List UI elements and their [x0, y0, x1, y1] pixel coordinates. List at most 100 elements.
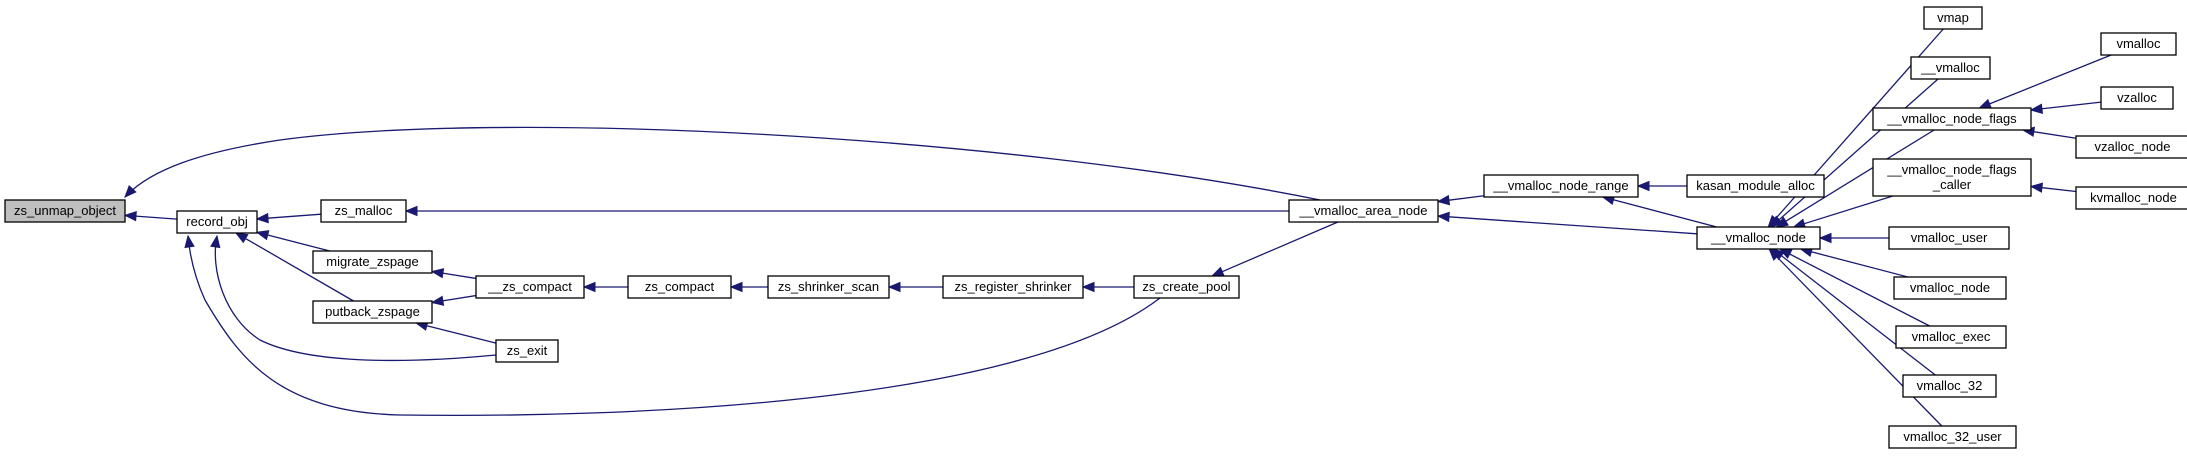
edge-zs-create-pool-to-record-obj-line	[187, 235, 1161, 417]
edge-zs-exit-to-putback-zspage-line	[424, 324, 497, 344]
edge-vmalloc-to-vmalloc-node	[1769, 78, 1939, 228]
node-vmalloc-area-node[interactable]: __vmalloc_area_node	[1288, 199, 1439, 223]
node-box	[1872, 107, 2032, 131]
node-zs-shrinker-scan[interactable]: zs_shrinker_scan	[767, 275, 890, 299]
node-vmalloc-32-user[interactable]: vmalloc_32_user	[1888, 425, 2017, 449]
node-vmalloc-node-range[interactable]: __vmalloc_node_range	[1483, 174, 1639, 198]
edges-layer	[123, 28, 2112, 427]
node-box	[1483, 174, 1639, 198]
node-zs-exit[interactable]: zs_exit	[495, 339, 559, 363]
edge-kvmalloc-node-to-vmalloc-node-flags-caller-arrowhead	[2029, 182, 2044, 193]
edge-vzalloc-to-vmalloc-node-flags-line	[2039, 101, 2102, 110]
edge-vmalloc-area-node-to-zs-create-pool-arrowhead	[1210, 266, 1225, 277]
node-zs-register-shrinker[interactable]: zs_register_shrinker	[942, 275, 1084, 299]
node-label: __vmalloc_area_node	[1299, 203, 1428, 218]
node-putback-zspage[interactable]: putback_zspage	[312, 300, 433, 324]
node-box	[1888, 425, 2017, 449]
node-box	[312, 250, 433, 274]
edge-vmalloc-area-node-to-zs-malloc	[404, 205, 1289, 217]
node-label: __vmalloc_node_flags	[1886, 162, 2017, 177]
node-vmalloc-user[interactable]: vmalloc_user	[1888, 226, 2010, 250]
edge-zs-compact-to-zs-compact	[582, 281, 628, 293]
edge-vmalloc-node-flags-to-vmalloc-node-arrowhead	[1775, 216, 1789, 228]
edge-zs-create-pool-to-record-obj	[184, 234, 1161, 417]
edge-vmalloc-area-node-to-zs-malloc-arrowhead	[404, 205, 418, 217]
node-label: zs_register_shrinker	[954, 279, 1072, 294]
node-label: vmap	[1937, 10, 1969, 25]
edge-zs-create-pool-to-zs-register-shrinker-arrowhead	[1081, 281, 1095, 293]
edge-vmalloc-node-flags-caller-to-vmalloc-node-line	[1802, 195, 1894, 225]
edge-record-obj-to-zs-unmap-object-arrowhead	[123, 210, 137, 222]
node-label: vmalloc_32_user	[1903, 429, 2002, 444]
edge-zs-compact-to-putback-zspage-line	[440, 294, 477, 302]
edge-vmalloc-node-to-vmalloc-node	[1799, 246, 1909, 278]
node-box	[1923, 6, 1983, 30]
node-label: vzalloc_node	[2095, 139, 2171, 154]
edge-zs-compact-to-migrate-zspage-arrowhead	[430, 268, 445, 279]
edge-zs-exit-to-record-obj-arrowhead	[210, 234, 221, 249]
node-label: vmalloc_user	[1911, 230, 1988, 245]
edge-vmalloc-area-node-to-zs-create-pool-line	[1220, 221, 1339, 274]
edge-vmalloc-node-to-vmalloc-node-line	[1809, 250, 1909, 278]
node-kasan-module-alloc[interactable]: kasan_module_alloc	[1686, 174, 1825, 198]
node-label: zs_shrinker_scan	[778, 279, 879, 294]
node-box	[2075, 186, 2187, 210]
edge-kvmalloc-node-to-vmalloc-node-flags-caller	[2029, 182, 2077, 193]
edge-vmalloc-32-user-to-vmalloc-node-line	[1775, 254, 1943, 427]
node-label: record_obj	[186, 214, 248, 229]
node-zs-compact[interactable]: zs_compact	[627, 275, 732, 299]
node-box	[2100, 86, 2174, 110]
edge-vmalloc-area-node-to-zs-unmap-object-line	[124, 126, 1321, 201]
node-label: kasan_module_alloc	[1696, 178, 1815, 193]
node-vmalloc-exec[interactable]: vmalloc_exec	[1895, 325, 2007, 349]
edge-zs-exit-to-putback-zspage	[414, 320, 497, 344]
node-vmalloc[interactable]: __vmalloc	[1910, 56, 1991, 80]
edge-vmalloc-node-flags-caller-to-vmalloc-node	[1792, 195, 1894, 229]
node-vmalloc-node-flags-caller[interactable]: __vmalloc_node_flags_caller	[1872, 158, 2032, 197]
edge-vmalloc-32-to-vmalloc-node-line	[1779, 253, 1936, 376]
nodes-layer: zs_unmap_object record_obj zs_mallocmigrat…	[4, 6, 2187, 449]
node-zs-compact[interactable]: __zs_compact	[475, 275, 585, 299]
node-vmalloc-node[interactable]: vmalloc_node	[1893, 276, 2007, 300]
edge-kasan-module-alloc-to-vmalloc-node-range	[1636, 180, 1687, 192]
edge-migrate-zspage-to-record-obj-arrowhead	[255, 230, 270, 241]
edge-vmalloc-node-range-to-vmalloc-area-node-line	[1446, 195, 1485, 202]
node-label: vmalloc_32	[1917, 378, 1983, 393]
node-vmalloc-node-flags[interactable]: __vmalloc_node_flags	[1872, 107, 2032, 131]
node-box	[1872, 158, 2032, 197]
edge-zs-exit-to-record-obj	[210, 234, 497, 362]
edge-zs-malloc-to-record-obj	[255, 212, 322, 224]
node-box	[767, 275, 890, 299]
node-box	[1133, 275, 1240, 299]
edge-kvmalloc-node-to-vmalloc-node-flags-caller-line	[2039, 186, 2077, 193]
edge-vmalloc-to-vmalloc-node-line	[1777, 78, 1939, 222]
node-vmalloc[interactable]: vmalloc	[2100, 32, 2177, 56]
node-label: zs_compact	[645, 279, 715, 294]
node-zs-malloc[interactable]: zs_malloc	[320, 199, 407, 223]
node-zs-unmap-object[interactable]: zs_unmap_object	[4, 199, 126, 223]
node-zs-create-pool[interactable]: zs_create_pool	[1133, 275, 1240, 299]
node-vmap[interactable]: vmap	[1923, 6, 1983, 30]
node-vmalloc-node[interactable]: __vmalloc_node	[1696, 226, 1821, 250]
node-box	[4, 199, 126, 223]
node-kvmalloc-node[interactable]: kvmalloc_node	[2075, 186, 2187, 210]
edge-vmalloc-node-to-vmalloc-area-node-line	[1446, 216, 1698, 235]
edge-vmalloc-to-vmalloc-node-arrowhead	[1769, 215, 1784, 228]
node-box	[1893, 276, 2007, 300]
node-record-obj[interactable]: record_obj	[176, 210, 258, 234]
edge-vmalloc-area-node-to-zs-create-pool	[1210, 221, 1339, 277]
node-vzalloc-node[interactable]: vzalloc_node	[2075, 135, 2187, 159]
edge-vmalloc-32-to-vmalloc-node	[1771, 248, 1936, 376]
edge-vmalloc-to-vmalloc-node-flags-arrowhead	[1978, 98, 1992, 109]
edge-vmalloc-user-to-vmalloc-node	[1818, 232, 1890, 244]
node-vzalloc[interactable]: vzalloc	[2100, 86, 2174, 110]
node-vmalloc-32[interactable]: vmalloc_32	[1902, 374, 1997, 398]
edge-zs-compact-to-putback-zspage	[430, 294, 477, 306]
edge-zs-compact-to-migrate-zspage-line	[440, 272, 477, 280]
edge-vzalloc-to-vmalloc-node-flags-arrowhead	[2029, 103, 2044, 114]
edge-zs-malloc-to-record-obj-arrowhead	[255, 212, 269, 224]
node-migrate-zspage[interactable]: migrate_zspage	[312, 250, 433, 274]
edge-zs-compact-to-putback-zspage-arrowhead	[430, 295, 445, 306]
edge-kasan-module-alloc-to-vmalloc-node-range-arrowhead	[1636, 180, 1650, 192]
